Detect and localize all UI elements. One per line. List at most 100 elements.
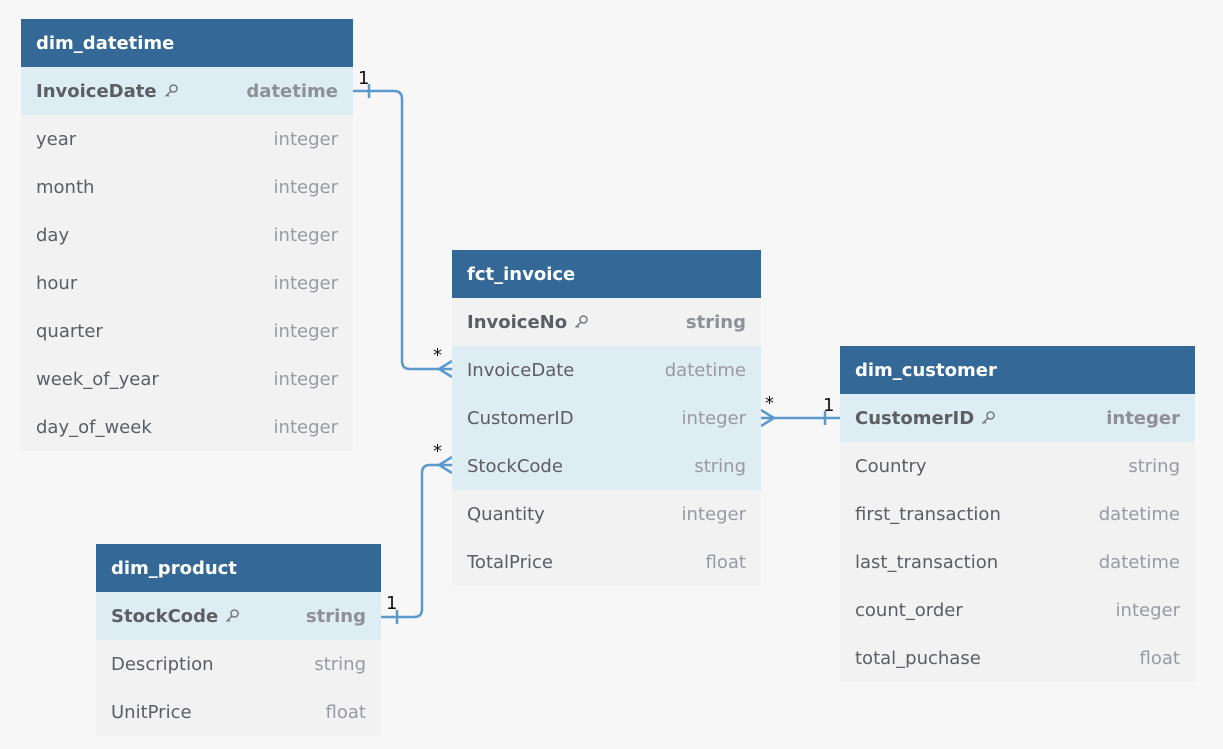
field-name-text: week_of_year xyxy=(36,368,159,390)
field-name: TotalPrice xyxy=(467,552,553,573)
field-type: float xyxy=(1139,647,1180,669)
field-type: float xyxy=(705,551,746,573)
field-row[interactable]: CustomerID integer xyxy=(452,394,761,442)
field-type: datetime xyxy=(664,359,746,381)
field-row[interactable]: month integer xyxy=(21,163,353,211)
cardinality-customer-one: 1 xyxy=(823,395,835,416)
field-name: InvoiceDate xyxy=(36,81,179,102)
cardinality-invoice-stock-many: * xyxy=(433,441,442,462)
field-name: year xyxy=(36,129,76,150)
primary-key-row[interactable]: CustomerID integer xyxy=(840,394,1195,442)
field-row[interactable]: StockCode string xyxy=(452,442,761,490)
table-header[interactable]: dim_customer xyxy=(840,346,1195,394)
field-name: Description xyxy=(111,654,214,675)
key-icon xyxy=(163,83,179,99)
field-type: datetime xyxy=(246,80,338,102)
field-name: CustomerID xyxy=(467,408,574,429)
field-row[interactable]: hour integer xyxy=(21,259,353,307)
field-type: integer xyxy=(1115,599,1180,621)
field-name-text: StockCode xyxy=(111,605,219,627)
relationship-invoice-customer[interactable] xyxy=(760,408,840,428)
field-name: Country xyxy=(855,456,927,477)
primary-key-row[interactable]: InvoiceDate datetime xyxy=(21,67,353,115)
field-name-text: Description xyxy=(111,653,214,675)
relationship-datetime-invoice[interactable] xyxy=(353,84,453,379)
field-row[interactable]: Description string xyxy=(96,640,381,688)
field-name-text: InvoiceDate xyxy=(36,80,157,102)
cardinality-invoice-date-many: * xyxy=(433,345,442,366)
table-header[interactable]: dim_product xyxy=(96,544,381,592)
relationship-product-invoice[interactable] xyxy=(381,455,453,624)
field-type: integer xyxy=(681,407,746,429)
field-name-text: CustomerID xyxy=(855,407,975,429)
field-row[interactable]: count_order integer xyxy=(840,586,1195,634)
field-name-text: day_of_week xyxy=(36,416,152,438)
field-name-text: day xyxy=(36,224,70,246)
cardinality-datetime-one: 1 xyxy=(358,68,370,89)
field-name-text: CustomerID xyxy=(467,407,574,429)
field-row[interactable]: week_of_year integer xyxy=(21,355,353,403)
key-icon xyxy=(224,608,240,624)
field-name: quarter xyxy=(36,321,103,342)
field-name: InvoiceNo xyxy=(467,312,589,333)
field-name-text: TotalPrice xyxy=(467,551,553,573)
cardinality-invoice-customer-many: * xyxy=(765,393,774,414)
field-type: string xyxy=(305,605,366,627)
field-name: day_of_week xyxy=(36,417,152,438)
field-name: StockCode xyxy=(111,606,240,627)
field-row[interactable]: TotalPrice float xyxy=(452,538,761,586)
field-name: first_transaction xyxy=(855,504,1001,525)
field-row[interactable]: InvoiceDate datetime xyxy=(452,346,761,394)
field-name-text: StockCode xyxy=(467,455,563,477)
field-name: last_transaction xyxy=(855,552,998,573)
table-header[interactable]: fct_invoice xyxy=(452,250,761,298)
field-name: InvoiceDate xyxy=(467,360,574,381)
primary-key-row[interactable]: StockCode string xyxy=(96,592,381,640)
field-name-text: UnitPrice xyxy=(111,701,192,723)
field-type: integer xyxy=(273,368,338,390)
field-name: week_of_year xyxy=(36,369,159,390)
field-row[interactable]: Quantity integer xyxy=(452,490,761,538)
field-row[interactable]: last_transaction datetime xyxy=(840,538,1195,586)
primary-key-row[interactable]: InvoiceNo string xyxy=(452,298,761,346)
field-name-text: hour xyxy=(36,272,78,294)
field-name-text: Country xyxy=(855,455,927,477)
field-name: Quantity xyxy=(467,504,545,525)
field-type: datetime xyxy=(1098,551,1180,573)
field-name: day xyxy=(36,225,69,246)
field-row[interactable]: day integer xyxy=(21,211,353,259)
field-type: integer xyxy=(681,503,746,525)
field-type: string xyxy=(685,311,746,333)
field-row[interactable]: total_puchase float xyxy=(840,634,1195,682)
field-type: string xyxy=(314,653,366,675)
field-row[interactable]: quarter integer xyxy=(21,307,353,355)
field-name-text: InvoiceDate xyxy=(467,359,575,381)
field-type: integer xyxy=(273,176,338,198)
field-name: hour xyxy=(36,273,77,294)
field-type: string xyxy=(694,455,746,477)
field-name-text: total_puchase xyxy=(855,647,981,669)
key-icon xyxy=(980,410,996,426)
field-name: month xyxy=(36,177,94,198)
field-name-text: Quantity xyxy=(467,503,545,525)
table-header[interactable]: dim_datetime xyxy=(21,19,353,67)
field-type: integer xyxy=(273,272,338,294)
field-name-text: InvoiceNo xyxy=(467,311,568,333)
field-type: integer xyxy=(273,320,338,342)
field-name: count_order xyxy=(855,600,963,621)
field-name-text: month xyxy=(36,176,95,198)
field-type: integer xyxy=(273,224,338,246)
field-name: CustomerID xyxy=(855,408,996,429)
field-type: integer xyxy=(1106,407,1180,429)
field-name-text: quarter xyxy=(36,320,103,342)
